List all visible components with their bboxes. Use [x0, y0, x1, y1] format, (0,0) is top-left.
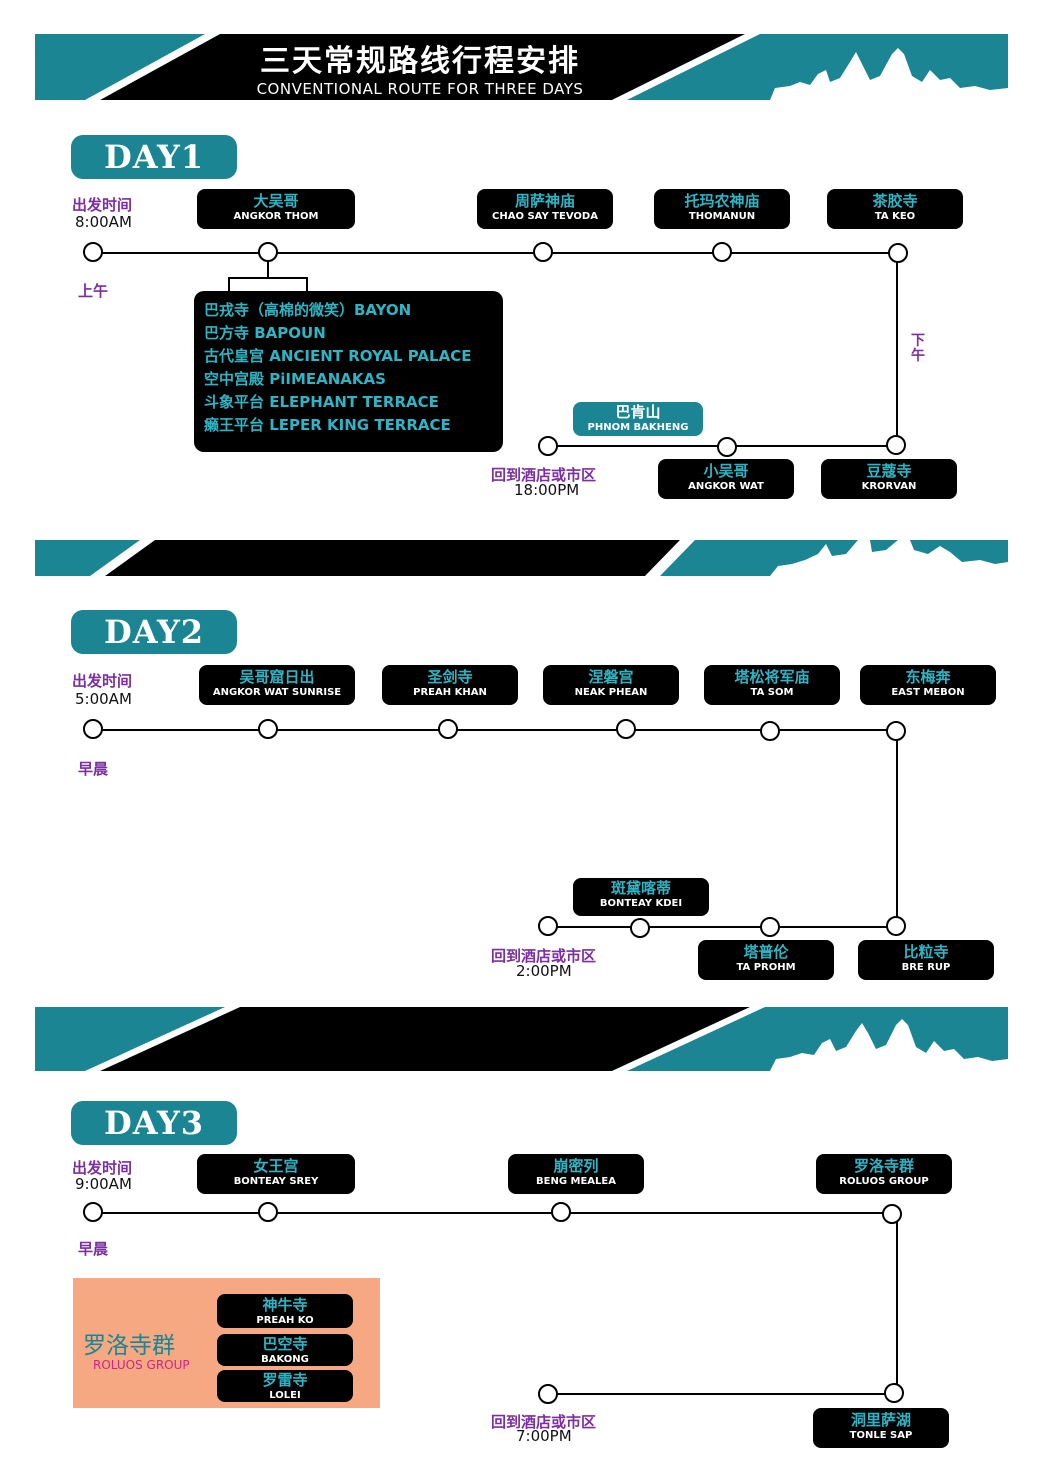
day2-return-label: 回到酒店或市区 [491, 947, 597, 965]
day1-angkor-thom-sublist: 巴戎寺（高棉的微笑）BAYON 巴方寺 BAPOUN 古代皇宫 ANCIENT … [194, 291, 503, 452]
day2-node-sunrise [258, 719, 278, 739]
day2-node-ta-som [760, 721, 780, 741]
day2-node-neak-phean [616, 719, 636, 739]
day2-route-vertical [896, 730, 898, 927]
day3-return-label: 回到酒店或市区 [491, 1413, 597, 1431]
divider-banner-2 [35, 540, 1008, 576]
day3-return-time: 7:00PM [516, 1427, 572, 1445]
sublist-item: 斗象平台 ELEPHANT TERRACE [204, 393, 439, 411]
sublist-item: 巴方寺 BAPOUN [204, 324, 326, 342]
day3-node-bonteay-srey [258, 1202, 278, 1222]
day2-return-line [549, 926, 898, 928]
day1-node-thomanun [712, 242, 732, 262]
header-title-en: CONVENTIONAL ROUTE FOR THREE DAYS [256, 80, 584, 98]
day2-depart-label: 出发时间 [72, 672, 133, 690]
day3-period-am: 早晨 [78, 1240, 109, 1258]
day2-node-start [83, 719, 103, 739]
temple-silhouette-icon [770, 48, 1008, 100]
day1-sublist-bracket [228, 277, 308, 293]
day3-return-line [549, 1393, 894, 1395]
day2-node-bre-rup [886, 916, 906, 936]
day1-tag: DAY1 [71, 135, 237, 179]
day1-node-chao-say [533, 242, 553, 262]
day1-depart-time: 8:00AM [75, 213, 132, 231]
day1-node-krorvan [886, 435, 906, 455]
day3-node-roluos [882, 1204, 902, 1224]
day2-return-time: 2:00PM [516, 962, 572, 980]
day3-route-vertical [896, 1214, 898, 1394]
day2-node-bonteay-kdei [630, 918, 650, 938]
day2-route-line [93, 729, 898, 731]
day2-tag: DAY2 [71, 610, 237, 654]
day1-node-end [538, 436, 558, 456]
temple-silhouette-icon [770, 1019, 1008, 1071]
day2-node-ta-prohm [760, 917, 780, 937]
sublist-item: 癞王平台 LEPER KING TERRACE [204, 416, 451, 434]
day3-node-start [83, 1202, 103, 1222]
day3-node-end [538, 1384, 558, 1404]
day2-period-am: 早晨 [78, 760, 109, 778]
temple-silhouette-icon [770, 540, 1008, 576]
header-banner [35, 34, 1008, 100]
day3-depart-label: 出发时间 [72, 1159, 133, 1177]
day1-period-pm: 下午 [911, 333, 925, 364]
day3-node-tonle-sap [884, 1383, 904, 1403]
day3-depart-time: 9:00AM [75, 1175, 132, 1193]
day2-depart-time: 5:00AM [75, 690, 132, 708]
roluos-title-en: ROLUOS GROUP [93, 1358, 190, 1372]
divider-banner-3 [35, 1007, 1008, 1071]
day1-return-label: 回到酒店或市区 [491, 466, 597, 484]
day1-return-time: 18:00PM [514, 481, 580, 499]
sublist-item: 古代皇宫 ANCIENT ROYAL PALACE [204, 347, 472, 365]
roluos-title-cn: 罗洛寺群 [83, 1333, 175, 1359]
day3-node-beng-mealea [551, 1202, 571, 1222]
day1-node-start [83, 242, 103, 262]
sublist-item: 空中宫殿 PiIMEANAKAS [204, 370, 386, 388]
header-title-cn: 三天常规路线行程安排 [260, 44, 580, 79]
day3-tag: DAY3 [71, 1101, 237, 1145]
day1-node-angkor-wat [717, 437, 737, 457]
sublist-item: 巴戎寺（高棉的微笑）BAYON [204, 301, 412, 319]
day1-route-vertical [896, 253, 898, 446]
day3-route-line [93, 1212, 893, 1214]
day1-node-ta-keo [888, 243, 908, 263]
day1-sublist-connector [267, 262, 269, 278]
day1-route-line [93, 252, 898, 254]
day1-period-am: 上午 [78, 282, 109, 300]
day2-node-preah-khan [438, 719, 458, 739]
header-title-block: 三天常规路线行程安排 CONVENTIONAL ROUTE FOR THREE … [205, 36, 635, 98]
day2-node-end [538, 916, 558, 936]
day1-depart-label: 出发时间 [72, 196, 133, 214]
day2-node-east-mebon [886, 721, 906, 741]
day1-node-angkor-thom [258, 242, 278, 262]
